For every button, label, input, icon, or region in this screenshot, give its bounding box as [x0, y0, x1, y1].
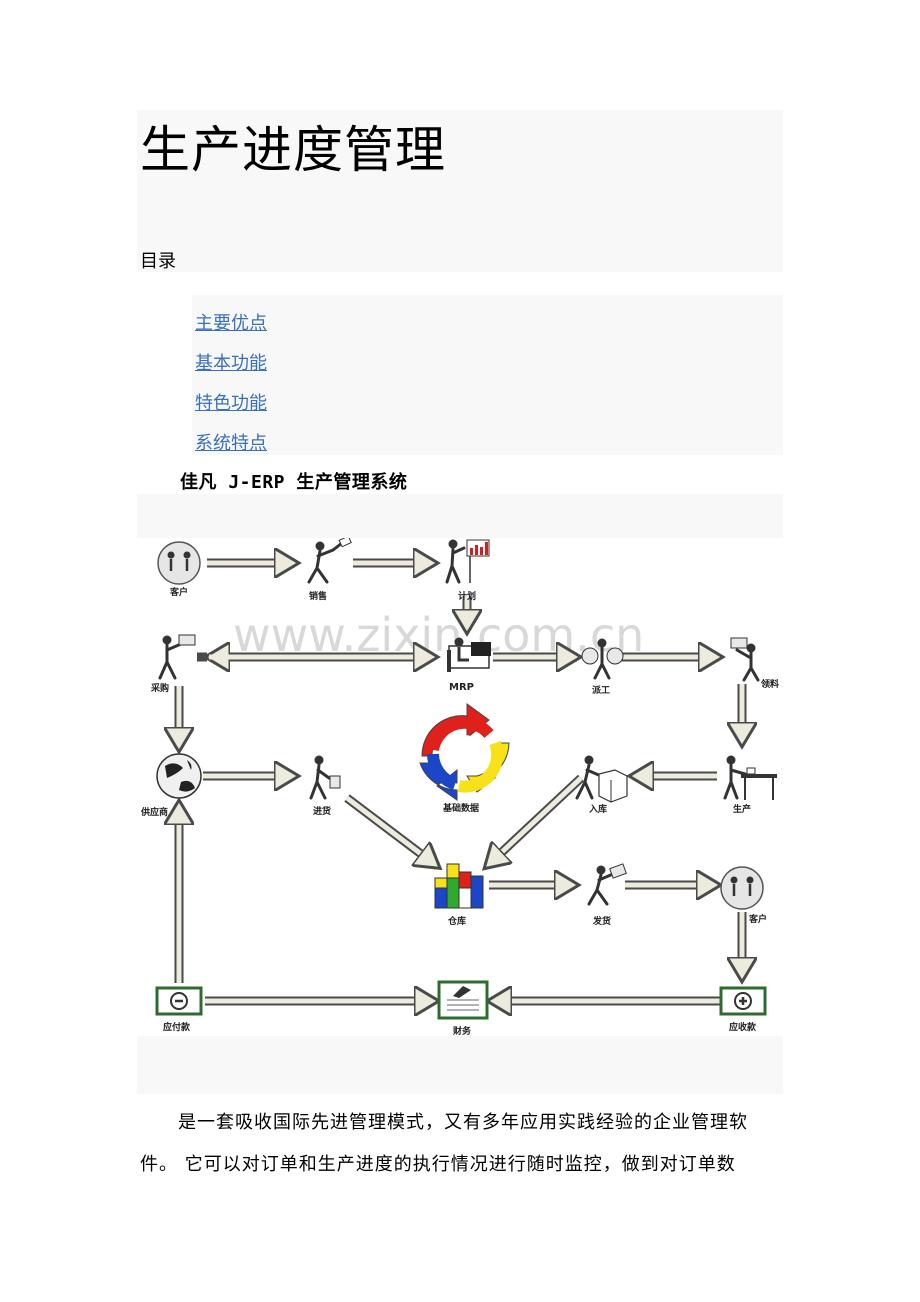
sales-node: 销售: [307, 538, 352, 602]
customer-top-node: 客户: [157, 541, 201, 598]
label-purchase: 采购: [150, 682, 169, 694]
receivable-node: 应收款: [719, 986, 767, 1033]
label-dispatch: 派工: [592, 685, 610, 696]
warehouse-node: 仓库: [434, 863, 484, 927]
base-data-node: 基础数据: [419, 703, 510, 814]
body-paragraph-line-2: 件。 它可以对订单和生产进度的执行情况进行随时监控，做到对订单数: [140, 1154, 736, 1175]
mrp-node: MRP: [447, 637, 491, 693]
purchase-node: 采购: [150, 634, 196, 694]
receiving-node: 进货: [309, 755, 341, 817]
finance-node: 财务: [437, 980, 489, 1036]
diagram-caption: 佳凡 J-ERP 生产管理系统: [180, 472, 408, 493]
shipping-node: 发货: [587, 863, 627, 927]
toc-heading: 目录: [140, 251, 176, 272]
label-customer-right: 客户: [748, 913, 767, 925]
production-node: 生产: [723, 755, 777, 815]
label-sales: 销售: [309, 590, 327, 602]
material-node: 领料: [730, 637, 779, 690]
stock-in-node: 入库: [575, 755, 628, 815]
toc-link-main-advantages[interactable]: 主要优点: [195, 313, 267, 334]
after-diagram-band: [137, 1036, 783, 1094]
toc-link-system-features[interactable]: 系统特点: [195, 433, 267, 454]
supplier-node: 供应商: [140, 753, 202, 818]
erp-flow-diagram: www.zixin.com.cn: [137, 538, 783, 1036]
label-material: 领料: [761, 678, 779, 690]
plan-node: 计划: [445, 539, 490, 602]
label-payable: 应付款: [163, 1021, 191, 1033]
toc-link-basic-functions[interactable]: 基本功能: [195, 353, 267, 374]
label-receivable: 应收款: [729, 1021, 757, 1033]
label-receiving: 进货: [313, 805, 331, 817]
caption-band: [137, 494, 783, 538]
label-mrp: MRP: [449, 682, 474, 693]
toc-band: [192, 295, 783, 455]
label-customer-top: 客户: [169, 586, 188, 598]
customer-right-node: 客户: [720, 866, 767, 925]
label-production: 生产: [733, 803, 751, 815]
toc-link-special-functions[interactable]: 特色功能: [195, 393, 267, 414]
label-finance: 财务: [452, 1025, 472, 1036]
page-title: 生产进度管理: [140, 121, 446, 179]
flow-arrows: [179, 563, 742, 1001]
label-shipping: 发货: [592, 915, 611, 927]
body-paragraph-line-1: 是一套吸收国际先进管理模式，又有多年应用实践经验的企业管理软: [178, 1112, 748, 1133]
label-supplier: 供应商: [140, 806, 168, 818]
payable-node: 应付款: [155, 986, 203, 1033]
label-warehouse: 仓库: [447, 915, 466, 927]
label-plan: 计划: [458, 590, 476, 602]
title-band: [137, 110, 783, 272]
label-base-data: 基础数据: [442, 802, 479, 814]
dispatch-node: 派工: [581, 638, 624, 696]
label-stock-in: 入库: [588, 803, 607, 815]
